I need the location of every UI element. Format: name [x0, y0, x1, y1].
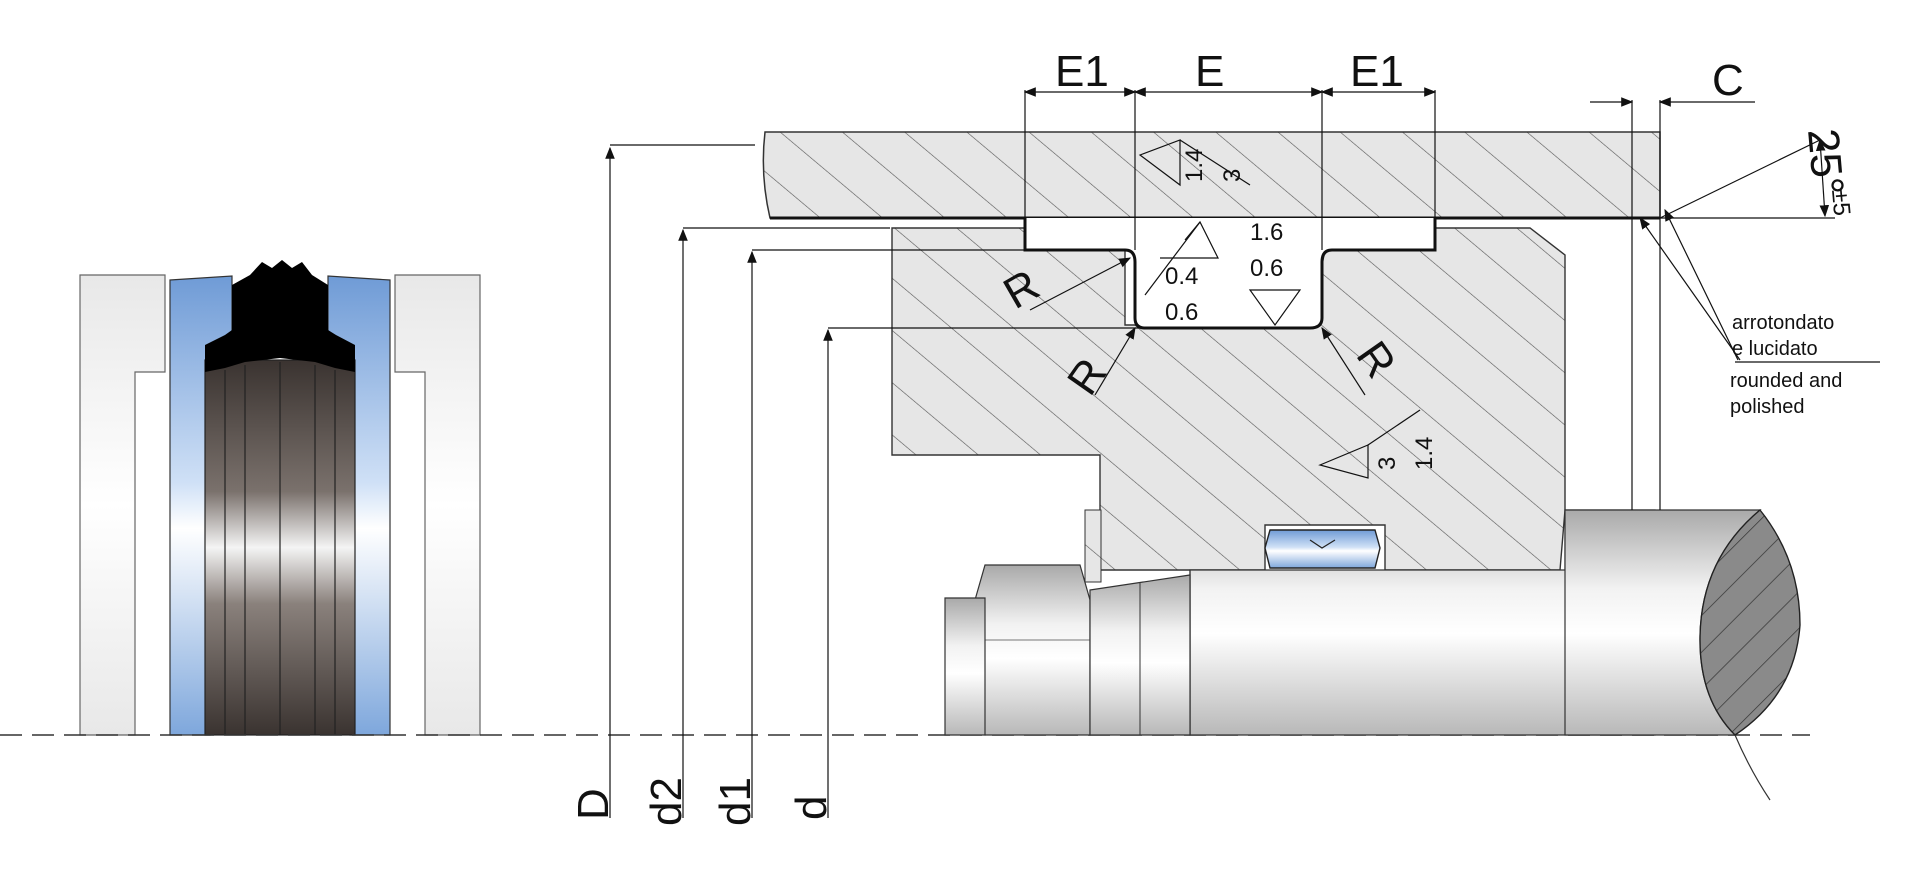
rough-groove-a: 0.4	[1165, 263, 1198, 290]
black-seal-element	[205, 260, 355, 372]
seal-perspective-view	[79, 260, 481, 736]
label-e1-right: E1	[1350, 47, 1404, 96]
rough-side-b: 1.4	[1411, 437, 1438, 470]
label-e: E	[1195, 47, 1224, 96]
label-angle-tolerance: ±5	[1826, 188, 1855, 217]
note-italian-line1: arrotondato	[1732, 312, 1834, 334]
label-d-outer: D	[569, 788, 618, 820]
nut	[974, 564, 1091, 736]
note-english-line1: rounded and	[1730, 370, 1842, 392]
rough-groove-b: 0.6	[1165, 299, 1198, 326]
label-d-inner: d	[787, 796, 836, 820]
note-english-line2: polished	[1730, 396, 1805, 418]
housing-bar	[762, 131, 1661, 219]
dimension-lines	[605, 87, 1880, 818]
seal-groove	[1023, 218, 1437, 330]
rough-right-b: 0.6	[1250, 255, 1283, 282]
note-italian-line2: e lucidato	[1732, 338, 1818, 360]
label-d2: d2	[642, 777, 691, 826]
label-d1: d1	[711, 777, 760, 826]
label-c: C	[1712, 56, 1744, 105]
rough-right-a: 1.6	[1250, 219, 1283, 246]
rough-top-b: 3	[1219, 169, 1246, 182]
label-e1-left: E1	[1055, 47, 1109, 96]
rough-side-a: 3	[1374, 457, 1401, 470]
label-angle: 25°	[1798, 127, 1853, 198]
blue-small-seal	[1264, 529, 1381, 569]
rough-top-a: 1.4	[1181, 149, 1208, 182]
